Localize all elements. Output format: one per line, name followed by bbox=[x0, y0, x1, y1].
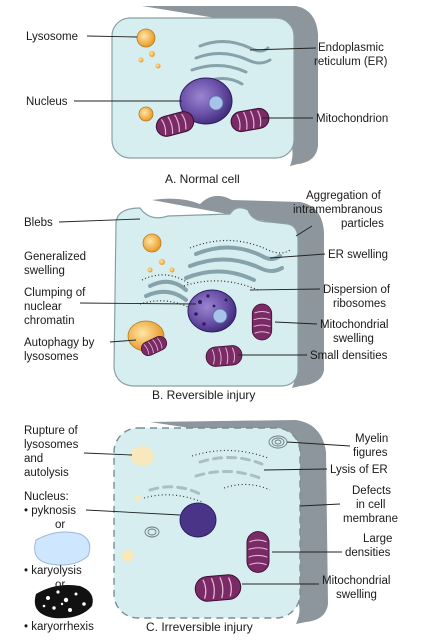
mitochondrion-b-1 bbox=[251, 303, 273, 341]
chromatin-clumps-b bbox=[194, 294, 228, 326]
label-mito-line2: swelling bbox=[333, 333, 374, 345]
label-or-2: or bbox=[55, 579, 65, 591]
panel-b-reversible-injury: Aggregation of intramembranous particles… bbox=[24, 190, 391, 402]
lysosome-c-ruptured bbox=[122, 446, 154, 562]
label-defects-line3: membrane bbox=[343, 513, 398, 525]
label-defects-line1: Defects bbox=[352, 485, 391, 497]
panel-a-normal-cell: Lysosome Nucleus Endoplasmic reticulum (… bbox=[26, 6, 388, 186]
lysosome-a-1 bbox=[136, 28, 156, 48]
lysosome-a-3 bbox=[138, 57, 144, 63]
label-rupture-line4: autolysis bbox=[24, 467, 69, 479]
label-mitochondrion: Mitochondrion bbox=[316, 113, 388, 125]
caption-a: A. Normal cell bbox=[165, 172, 240, 186]
label-aggregation-line1: Aggregation of bbox=[306, 190, 382, 202]
label-er-line1: Endoplasmic bbox=[318, 42, 384, 54]
label-clump-line1: Clumping of bbox=[24, 287, 86, 299]
caption-b: B. Reversible injury bbox=[152, 388, 255, 402]
label-disp-line1: Dispersion of bbox=[323, 284, 391, 296]
label-rupture-line3: and bbox=[24, 453, 43, 465]
myelin-figure-c bbox=[144, 435, 288, 538]
lysosome-b-1 bbox=[142, 233, 162, 253]
label-rupture-line2: lysosomes bbox=[24, 439, 79, 451]
lysosome-b-4 bbox=[169, 267, 175, 273]
label-clump-line3: chromatin bbox=[24, 315, 75, 327]
label-nucleus-heading: Nucleus: bbox=[24, 491, 69, 503]
label-disp-line2: ribosomes bbox=[333, 298, 386, 310]
lysosome-b-2 bbox=[159, 259, 165, 265]
nucleus-c-pyknotic bbox=[179, 502, 217, 538]
lysosome-a-2 bbox=[149, 51, 155, 57]
label-clump-line2: nuclear bbox=[24, 301, 62, 313]
panel-c-irreversible-injury: Rupture of lysosomes and autolysis Myeli… bbox=[24, 420, 398, 634]
label-mito-line1: Mitochondrial bbox=[320, 319, 388, 331]
cell-a-membrane-side bbox=[142, 6, 318, 166]
lysosome-a-4 bbox=[155, 63, 161, 69]
label-or-1: or bbox=[55, 519, 65, 531]
cell-b-membrane-side bbox=[152, 195, 324, 388]
label-myelin-line1: Myelin bbox=[355, 433, 388, 445]
label-auto-line1: Autophagy by bbox=[24, 337, 95, 349]
ribosomes-b bbox=[139, 239, 291, 309]
label-mito-c-line2: swelling bbox=[336, 589, 377, 601]
nucleolus-a bbox=[208, 95, 224, 111]
mitochondrion-c-2 bbox=[193, 573, 243, 603]
er-a bbox=[190, 40, 272, 86]
autophagic-vacuole-b bbox=[127, 320, 170, 359]
label-auto-line2: lysosomes bbox=[24, 351, 79, 363]
label-myelin-line2: figures bbox=[353, 447, 388, 459]
label-nucleus: Nucleus bbox=[26, 96, 68, 108]
label-blebs: Blebs bbox=[24, 217, 53, 229]
ribosomes-c bbox=[143, 449, 271, 503]
mitochondrion-c-1 bbox=[246, 531, 270, 573]
label-er-swelling: ER swelling bbox=[328, 249, 388, 261]
label-karyolysis: • karyolysis bbox=[24, 565, 82, 577]
label-lysis-er: Lysis of ER bbox=[330, 464, 388, 476]
er-c-lysed bbox=[148, 455, 264, 496]
label-aggregation-line3: particles bbox=[341, 218, 384, 230]
nucleus-karyorrhexis-icon bbox=[34, 585, 93, 619]
label-small-densities: Small densities bbox=[310, 350, 388, 362]
label-pyknosis: • pyknosis bbox=[24, 505, 76, 517]
label-aggregation-line2: intramembranous bbox=[293, 204, 383, 216]
label-mito-c-line1: Mitochondrial bbox=[322, 575, 390, 587]
lysosome-a-5 bbox=[138, 106, 154, 122]
label-karyorrhexis: • karyorrhexis bbox=[24, 621, 94, 633]
label-er-line2: reticulum (ER) bbox=[314, 56, 388, 68]
caption-c: C. Irreversible injury bbox=[146, 620, 253, 634]
cell-c-membrane-side bbox=[150, 420, 328, 624]
nucleus-b bbox=[187, 289, 237, 333]
label-lysosome: Lysosome bbox=[26, 31, 78, 43]
label-defects-line2: in cell bbox=[356, 499, 385, 511]
label-large-line2: densities bbox=[345, 547, 391, 559]
lysosome-b-3 bbox=[147, 267, 153, 273]
er-b-swollen bbox=[144, 245, 284, 302]
nucleolus-b bbox=[212, 308, 228, 324]
label-gen-line2: swelling bbox=[24, 265, 65, 277]
nucleus-karyolysis-icon bbox=[34, 531, 91, 566]
label-large-line1: Large bbox=[363, 533, 392, 545]
label-rupture-line1: Rupture of bbox=[24, 425, 79, 437]
label-gen-line1: Generalized bbox=[24, 251, 86, 263]
mitochondrion-b-2 bbox=[204, 344, 244, 368]
